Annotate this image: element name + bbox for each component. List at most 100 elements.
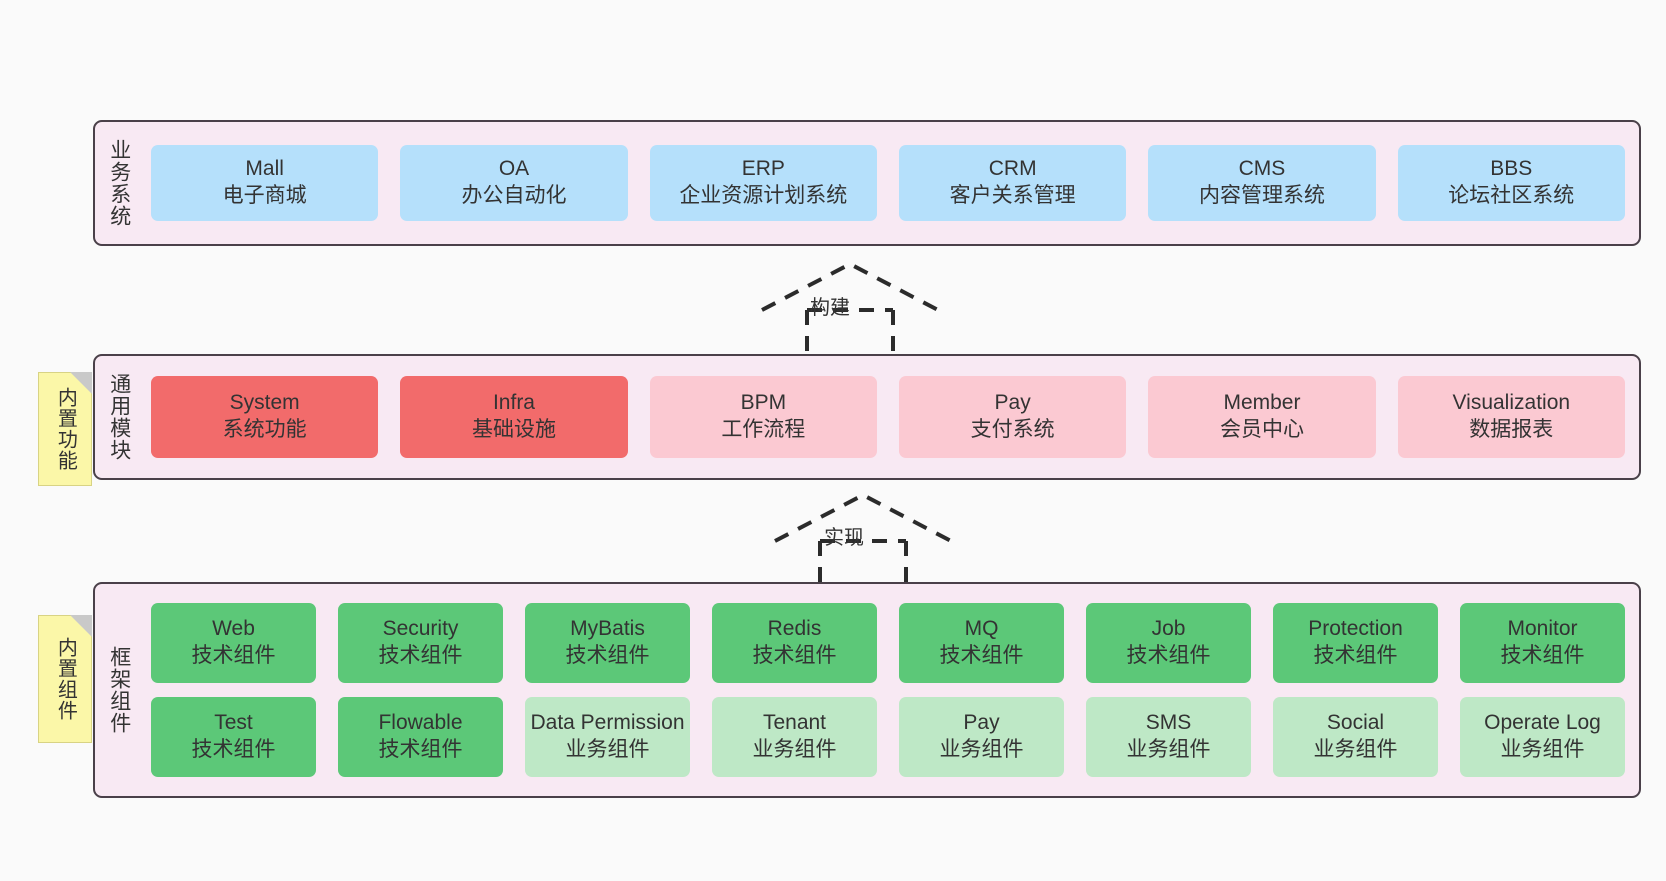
card-subtitle: 技术组件 [378, 644, 463, 667]
card-title: MQ [964, 617, 999, 641]
card-title: ERP [741, 157, 785, 181]
layer-business-title: 业务系统 [107, 139, 131, 227]
component-card-web[interactable]: Web 技术组件 [151, 603, 316, 683]
component-card-social[interactable]: Social 业务组件 [1273, 697, 1438, 777]
card-subtitle: 技术组件 [1313, 644, 1398, 667]
component-card-test[interactable]: Test 技术组件 [151, 697, 316, 777]
card-subtitle: 业务组件 [939, 738, 1024, 761]
connector-implement-label: 实现 [824, 527, 864, 549]
card-title: Data Permission [530, 711, 685, 735]
card-subtitle: 电子商城 [222, 184, 307, 207]
business-card-mall[interactable]: Mall 电子商城 [151, 145, 379, 221]
connector-build-arrow-icon [761, 261, 939, 352]
module-card-pay[interactable]: Pay 支付系统 [898, 376, 1127, 458]
layer-modules-title: 通用模块 [107, 373, 131, 461]
layer-modules-body: System 系统功能 Infra 基础设施 BPM 工作流程 Pay 支付系统… [143, 356, 1639, 478]
card-subtitle: 论坛社区系统 [1448, 184, 1575, 207]
module-card-infra[interactable]: Infra 基础设施 [400, 376, 628, 458]
framework-tech-row: Web 技术组件 Security 技术组件 MyBatis 技术组件 Redi… [151, 603, 1625, 683]
card-title: BBS [1490, 157, 1533, 181]
framework-biz-row: Test 技术组件 Flowable 技术组件 Data Permission … [151, 697, 1625, 777]
layer-business-body: Mall 电子商城 OA 办公自动化 ERP 企业资源计划系统 CRM 客户关系… [143, 122, 1639, 244]
card-title: Monitor [1507, 617, 1578, 641]
module-card-system[interactable]: System 系统功能 [151, 376, 379, 458]
module-card-visualization[interactable]: Visualization 数据报表 [1397, 376, 1625, 458]
card-title: CMS [1238, 157, 1286, 181]
card-subtitle: 业务组件 [565, 738, 650, 761]
connector-build-label: 构建 [810, 297, 850, 319]
layer-framework-body: Web 技术组件 Security 技术组件 MyBatis 技术组件 Redi… [143, 584, 1639, 796]
card-title: BPM [740, 391, 787, 415]
card-subtitle: 办公自动化 [461, 184, 567, 207]
card-subtitle: 客户关系管理 [949, 184, 1076, 207]
component-card-job[interactable]: Job 技术组件 [1086, 603, 1251, 683]
card-title: Member [1223, 391, 1301, 415]
card-subtitle: 企业资源计划系统 [679, 184, 848, 207]
card-subtitle: 技术组件 [939, 644, 1024, 667]
card-title: CRM [988, 157, 1037, 181]
layer-common-modules: 通用模块 System 系统功能 Infra 基础设施 BPM 工作流程 Pay… [93, 354, 1641, 480]
card-subtitle: 支付系统 [970, 418, 1055, 441]
card-title: OA [498, 157, 530, 181]
card-subtitle: 业务组件 [1313, 738, 1398, 761]
card-subtitle: 业务组件 [1126, 738, 1211, 761]
component-card-monitor[interactable]: Monitor 技术组件 [1460, 603, 1625, 683]
module-card-member[interactable]: Member 会员中心 [1148, 376, 1376, 458]
card-title: Job [1151, 617, 1186, 641]
business-card-erp[interactable]: ERP 企业资源计划系统 [649, 145, 877, 221]
component-card-operate-log[interactable]: Operate Log 业务组件 [1460, 697, 1625, 777]
card-subtitle: 业务组件 [752, 738, 837, 761]
card-title: MyBatis [570, 617, 645, 641]
card-title: Operate Log [1484, 711, 1601, 735]
card-subtitle: 业务组件 [1500, 738, 1585, 761]
component-card-mq[interactable]: MQ 技术组件 [899, 603, 1064, 683]
component-card-mybatis[interactable]: MyBatis 技术组件 [525, 603, 690, 683]
component-card-security[interactable]: Security 技术组件 [338, 603, 503, 683]
component-card-redis[interactable]: Redis 技术组件 [712, 603, 877, 683]
connector-implement-arrow-icon [774, 492, 952, 583]
component-card-flowable[interactable]: Flowable 技术组件 [338, 697, 503, 777]
card-subtitle: 技术组件 [565, 644, 650, 667]
business-card-cms[interactable]: CMS 内容管理系统 [1148, 145, 1376, 221]
card-subtitle: 技术组件 [191, 738, 276, 761]
card-subtitle: 数据报表 [1469, 418, 1554, 441]
card-title: Visualization [1452, 391, 1571, 415]
card-title: Infra [492, 391, 535, 415]
card-subtitle: 会员中心 [1219, 418, 1304, 441]
card-subtitle: 工作流程 [721, 418, 806, 441]
card-title: Mall [245, 157, 284, 181]
card-title: Protection [1308, 617, 1403, 641]
module-card-bpm[interactable]: BPM 工作流程 [649, 376, 877, 458]
card-subtitle: 内容管理系统 [1198, 184, 1325, 207]
business-card-bbs[interactable]: BBS 论坛社区系统 [1397, 145, 1625, 221]
card-title: Pay [994, 391, 1031, 415]
business-card-crm[interactable]: CRM 客户关系管理 [898, 145, 1127, 221]
component-card-sms[interactable]: SMS 业务组件 [1086, 697, 1251, 777]
component-card-protection[interactable]: Protection 技术组件 [1273, 603, 1438, 683]
card-title: Tenant [762, 711, 827, 735]
card-title: Security [382, 617, 459, 641]
modules-row: System 系统功能 Infra 基础设施 BPM 工作流程 Pay 支付系统… [151, 376, 1625, 458]
component-card-tenant[interactable]: Tenant 业务组件 [712, 697, 877, 777]
component-card-pay[interactable]: Pay 业务组件 [899, 697, 1064, 777]
card-title: Web [212, 617, 255, 641]
business-card-oa[interactable]: OA 办公自动化 [400, 145, 628, 221]
note-built-in-functions: 内置功能 [38, 372, 92, 486]
card-subtitle: 系统功能 [222, 418, 307, 441]
card-subtitle: 技术组件 [1500, 644, 1585, 667]
card-title: Pay [963, 711, 1000, 735]
component-card-data-permission[interactable]: Data Permission 业务组件 [525, 697, 690, 777]
business-row: Mall 电子商城 OA 办公自动化 ERP 企业资源计划系统 CRM 客户关系… [151, 145, 1625, 221]
layer-business-system: 业务系统 Mall 电子商城 OA 办公自动化 ERP 企业资源计划系统 CRM… [93, 120, 1641, 246]
card-title: Redis [767, 617, 822, 641]
card-title: System [229, 391, 300, 415]
card-subtitle: 技术组件 [1126, 644, 1211, 667]
card-title: Flowable [378, 711, 463, 735]
card-subtitle: 技术组件 [752, 644, 837, 667]
card-title: SMS [1145, 711, 1192, 735]
card-subtitle: 技术组件 [191, 644, 276, 667]
card-subtitle: 技术组件 [378, 738, 463, 761]
card-subtitle: 基础设施 [471, 418, 556, 441]
layer-framework-title: 框架组件 [107, 646, 131, 734]
note-built-in-components: 内置组件 [38, 615, 92, 743]
